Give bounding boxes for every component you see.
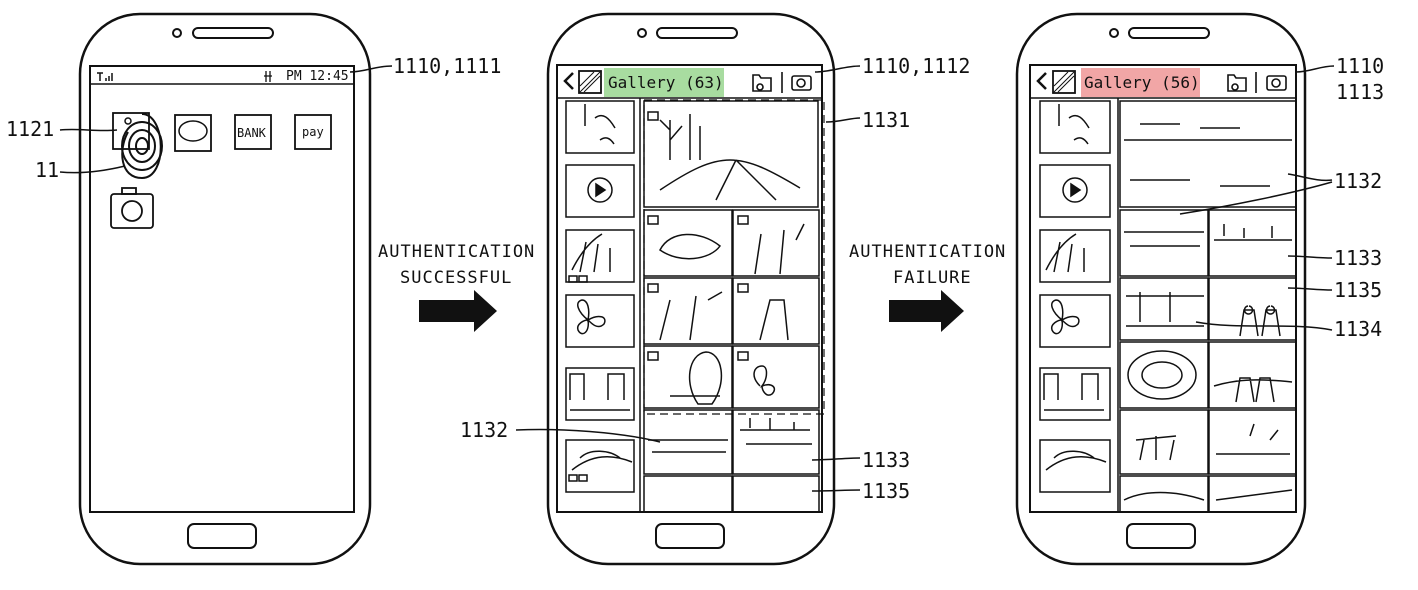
transition-failure-line2: FAILURE (893, 268, 972, 288)
ref-1110: 1110 (1336, 54, 1384, 78)
album-item[interactable] (565, 367, 635, 421)
signal-icon (97, 72, 113, 81)
photo-grid (639, 98, 820, 513)
phone-3-screen[interactable] (1029, 64, 1297, 513)
folder-icon[interactable] (1227, 74, 1247, 92)
album-item[interactable] (565, 100, 635, 154)
gallery-thumb-icon (578, 70, 602, 94)
album-item[interactable] (1039, 439, 1111, 493)
camera-icon[interactable] (791, 75, 812, 91)
photo-tile[interactable] (643, 409, 733, 475)
bank-app-label: BANK (237, 126, 267, 140)
message-app-icon[interactable] (174, 114, 212, 152)
album-item[interactable] (565, 229, 635, 283)
camera-icon[interactable] (1266, 75, 1287, 91)
photo-tile[interactable] (732, 475, 820, 513)
gallery-title-highlight (1081, 68, 1200, 97)
album-item[interactable] (565, 164, 635, 218)
album-item[interactable] (1039, 229, 1111, 283)
phone-1-speaker (192, 27, 274, 39)
callout-1134: 1134 (1334, 317, 1382, 341)
photo-tile[interactable] (1119, 277, 1209, 341)
callout-1121: 1121 (6, 117, 54, 141)
photo-tile[interactable] (643, 345, 733, 409)
bank-app-icon[interactable]: BANK (234, 114, 272, 150)
gallery-title-highlight (604, 68, 724, 97)
status-time: PM 12:45 (286, 69, 349, 84)
phone-1-home-button[interactable] (187, 523, 257, 549)
transition-failure: AUTHENTICATION FAILURE (849, 242, 1006, 332)
photo-tile[interactable] (732, 277, 820, 345)
photo-tile[interactable] (732, 345, 820, 409)
album-item[interactable] (1039, 367, 1111, 421)
phone-3: Gallery (56) (1015, 12, 1384, 566)
gallery-title[interactable]: Gallery (56) (1084, 73, 1200, 92)
phone-1-screen[interactable] (89, 65, 355, 513)
photo-tile[interactable] (1119, 209, 1209, 277)
pay-app-label: pay (302, 125, 324, 139)
arrow-right-icon (889, 290, 964, 332)
photo-tile[interactable] (1208, 277, 1297, 341)
phone-3-home-button[interactable] (1126, 523, 1196, 549)
phone-2: Gallery (63) (460, 12, 970, 566)
photo-tile[interactable] (1208, 409, 1297, 475)
photo-tile[interactable] (643, 475, 733, 513)
phone-1-sensor (172, 28, 182, 38)
photo-grid (1117, 98, 1297, 513)
photo-tile[interactable] (1208, 209, 1297, 277)
callout-11: 11 (35, 158, 59, 182)
photo-tile[interactable] (732, 209, 820, 277)
photo-tile[interactable] (643, 277, 733, 345)
photo-tile[interactable] (1119, 409, 1209, 475)
ref-1110-1112: 1110,1112 (862, 54, 970, 78)
callout-1135: 1135 (1334, 278, 1382, 302)
ref-1110-1111: 1110,1111 (393, 54, 501, 78)
back-icon[interactable] (1036, 72, 1047, 90)
camera-app-icon[interactable] (110, 187, 154, 229)
album-item[interactable] (1039, 164, 1111, 218)
callout-1132: 1132 (460, 418, 508, 442)
callout-1131: 1131 (862, 108, 910, 132)
transition-failure-line1: AUTHENTICATION (849, 242, 1006, 262)
callout-1133: 1133 (862, 448, 910, 472)
photo-tile[interactable] (1119, 100, 1297, 208)
transition-success-line2: SUCCESSFUL (400, 268, 512, 288)
photo-tile[interactable] (1208, 341, 1297, 409)
arrow-right-icon (419, 290, 497, 332)
fingerprint-icon (121, 113, 163, 180)
callout-1132: 1132 (1334, 169, 1382, 193)
photo-tile[interactable] (643, 100, 819, 208)
pay-app-icon[interactable]: pay (294, 114, 332, 150)
photo-tile[interactable] (1119, 341, 1209, 409)
callout-1135: 1135 (862, 479, 910, 503)
photo-tile[interactable] (732, 409, 820, 475)
album-item[interactable] (1039, 294, 1111, 348)
transition-success-line1: AUTHENTICATION (378, 242, 535, 262)
album-item[interactable] (565, 294, 635, 348)
gallery-thumb-icon (1052, 70, 1076, 94)
album-item[interactable] (1039, 100, 1111, 154)
folder-icon[interactable] (752, 74, 772, 92)
photo-tile[interactable] (1208, 475, 1297, 513)
back-icon[interactable] (563, 72, 574, 90)
network-icon (264, 71, 272, 82)
transition-success: AUTHENTICATION SUCCESSFUL (378, 242, 535, 332)
phone-2-home-button[interactable] (655, 523, 725, 549)
gallery-title[interactable]: Gallery (63) (608, 73, 724, 92)
album-sidebar (565, 100, 635, 493)
album-item[interactable] (565, 439, 635, 493)
ref-1113: 1113 (1336, 80, 1384, 104)
callout-1133: 1133 (1334, 246, 1382, 270)
phone-1: PM 12:45 BANK pay 112 (6, 12, 501, 566)
album-sidebar (1039, 100, 1111, 493)
photo-tile[interactable] (1119, 475, 1209, 513)
